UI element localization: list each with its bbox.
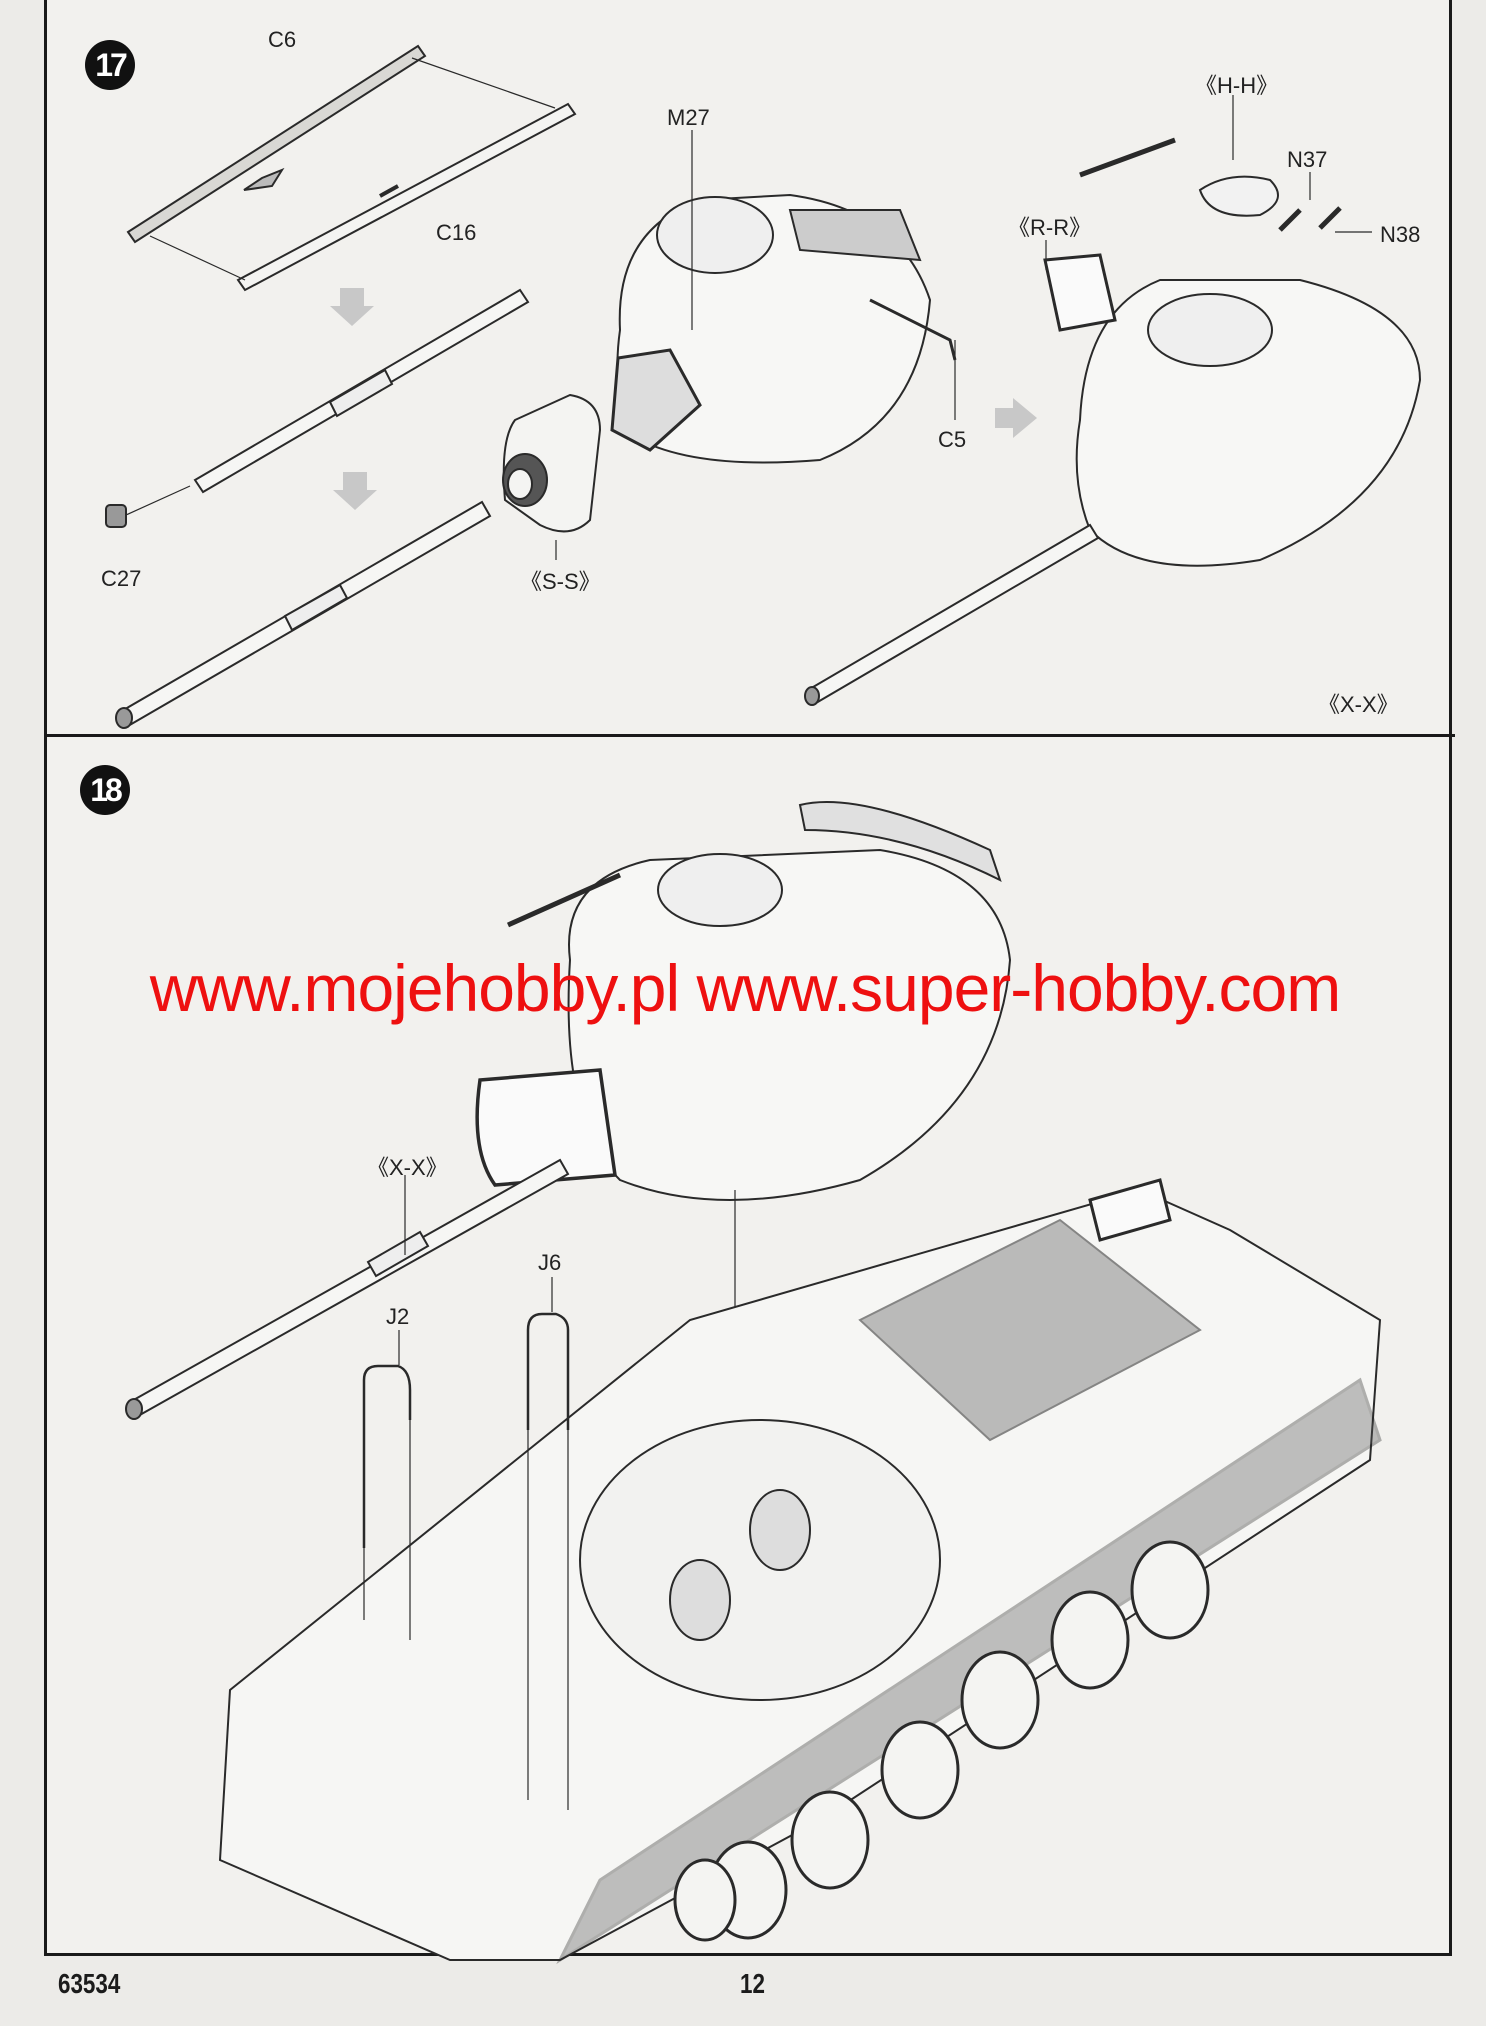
down-arrow-icon [330,288,377,510]
part-label-m27: M27 [667,105,710,130]
step-number-badge: 17 [85,40,135,90]
page-number: 12 [740,1968,765,1999]
kit-number: 63534 [58,1968,121,1999]
turret-step17 [610,130,957,464]
part-label-n37: N37 [1287,147,1328,172]
watermark-text: www.mojehobby.pl www.super-hobby.com [149,951,1341,1025]
part-label-c6: C6 [268,27,297,52]
part-label-c27: C27 [101,566,142,591]
subassembly-label-h-h: 《H-H》 [1195,73,1279,98]
part-label-j6: J6 [538,1250,562,1275]
step-number-badge: 18 [80,765,130,815]
mantlet-s-s [502,393,602,560]
turret-assembled-step17 [804,95,1422,706]
part-label-c5: C5 [938,427,967,452]
barrel-assembly-partial [105,288,530,528]
step-divider [44,734,1455,737]
road-wheels [556,1377,1382,1965]
subassembly-label-s-s: 《S-S》 [520,569,601,594]
barrel-parts-c6-c16 [126,44,577,292]
subassembly-label-x-x: 《X-X》 [367,1155,448,1180]
part-label-c16: C16 [436,220,477,245]
barrel-assembly-full [115,500,492,729]
grab-handles-j2-j6 [362,1277,570,1810]
tank-hull [218,1178,1382,1961]
part-label-j2: J2 [386,1304,410,1329]
subassembly-label-x-x: 《X-X》 [1318,692,1399,717]
turret-step18 [125,801,1012,1455]
right-arrow-icon [995,398,1037,438]
subassembly-label-r-r: 《R-R》 [1008,215,1092,240]
part-label-n38: N38 [1380,222,1421,247]
